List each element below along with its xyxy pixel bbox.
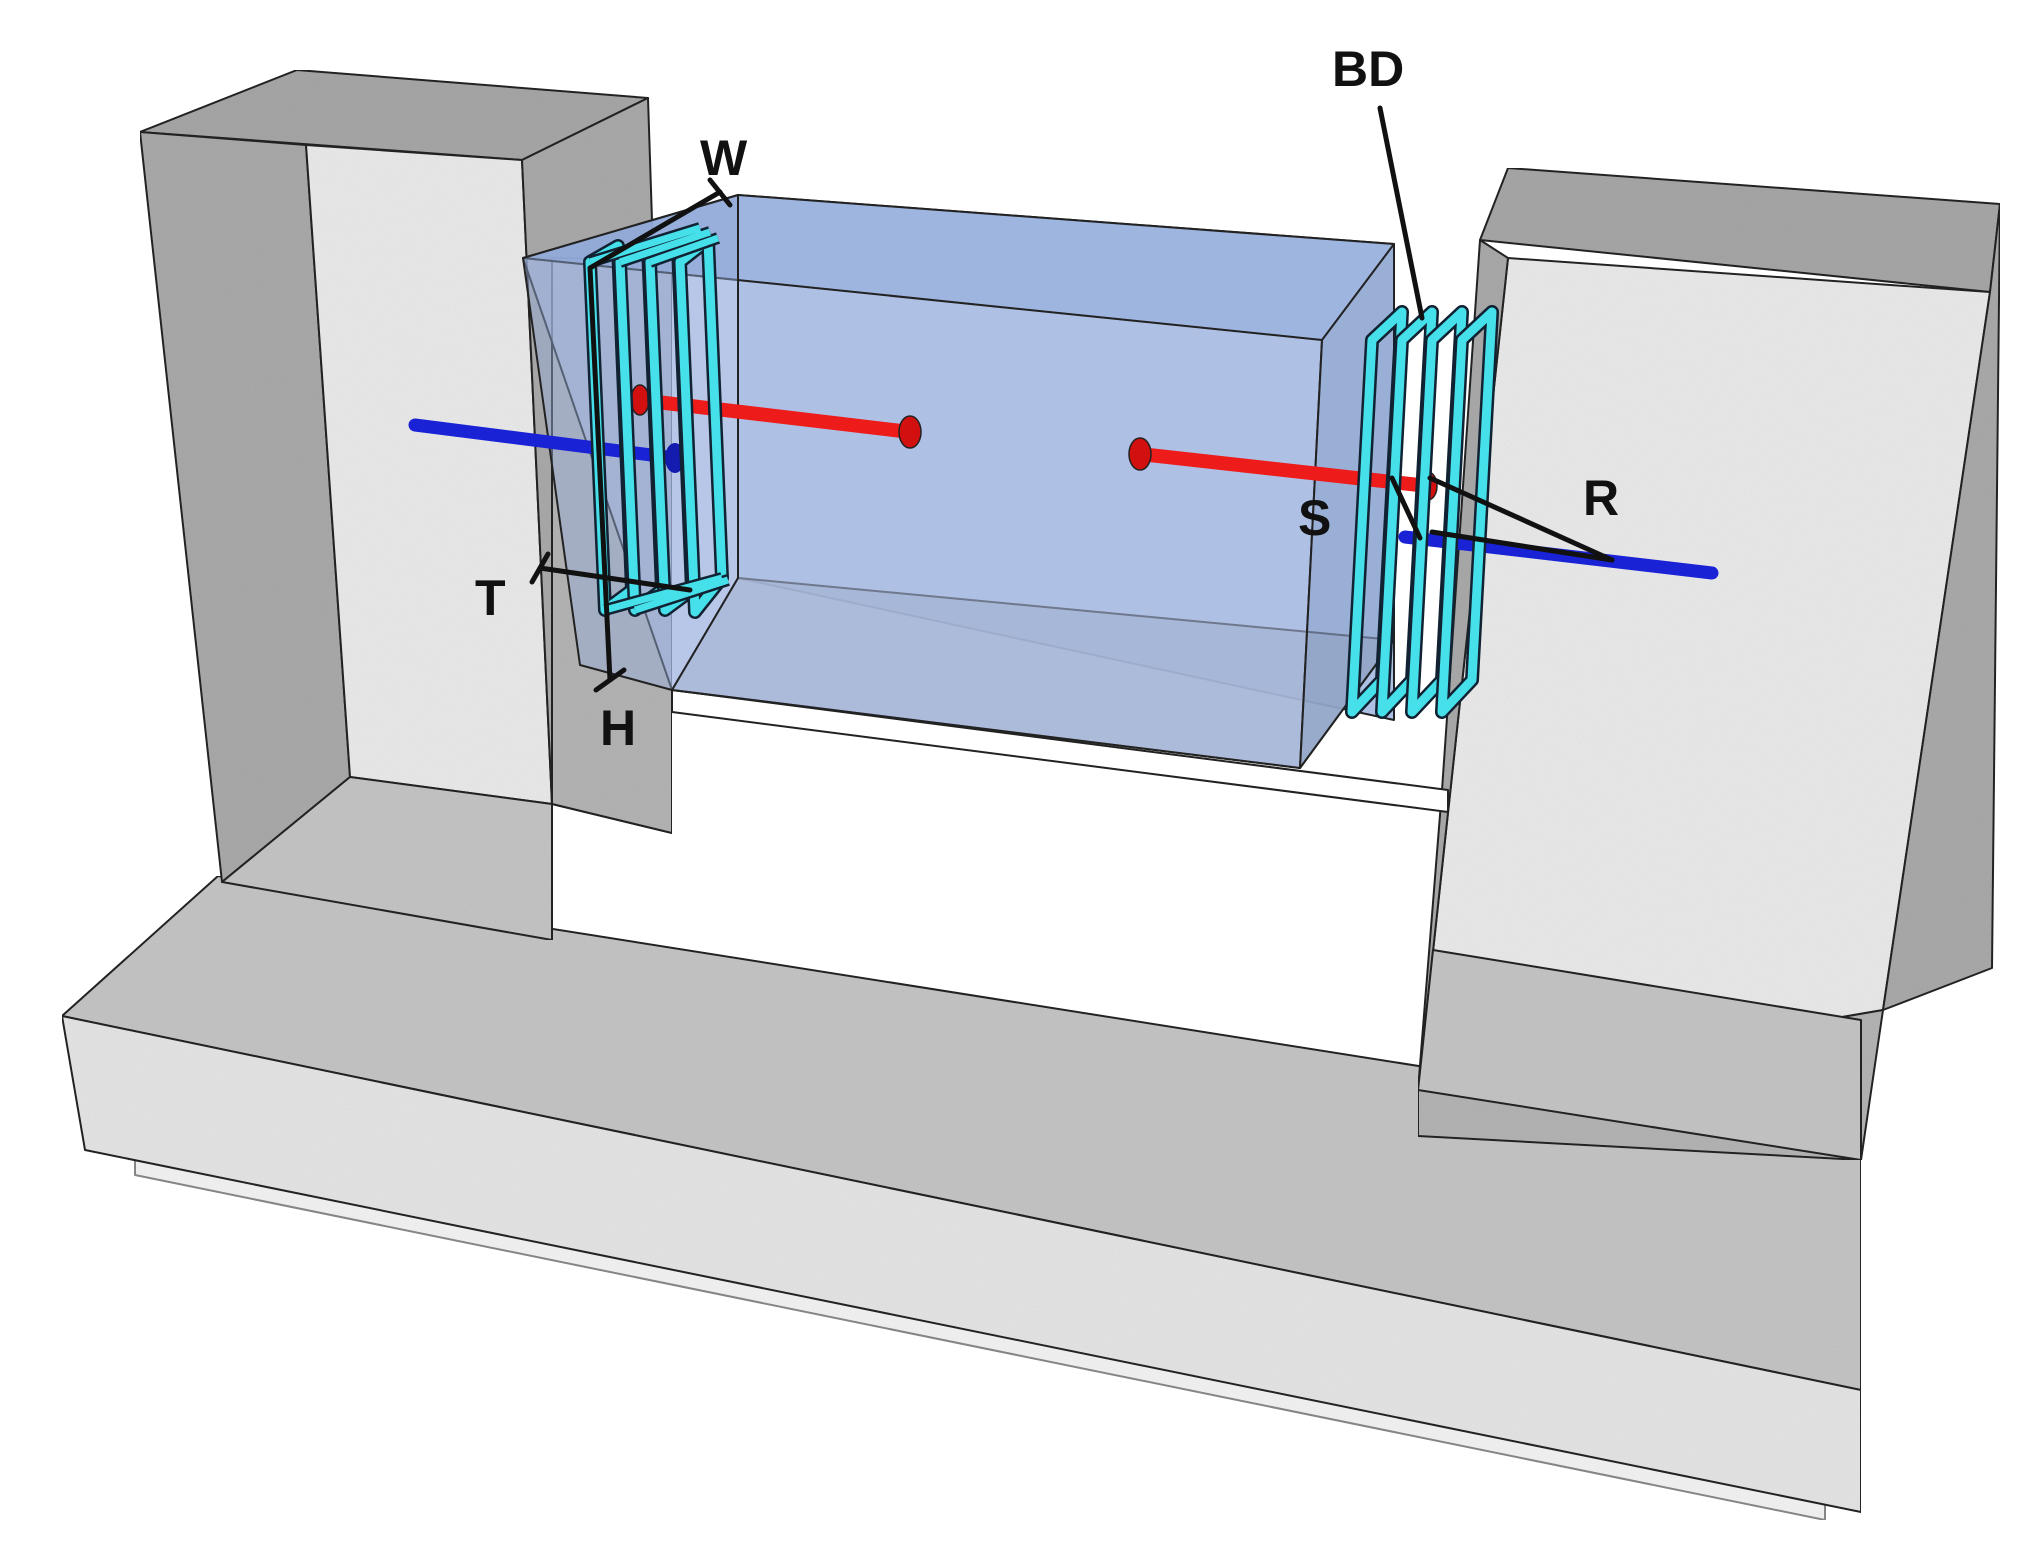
label-bd: BD [1332,41,1404,97]
stirrups-right [1345,305,1499,719]
right-abutment-floor-side [1417,949,1862,1161]
w-dimension-line [587,189,723,271]
red-bar-left-end-b [898,415,922,449]
red-bar-right-end-a [1128,437,1152,471]
label-h: H [600,700,636,756]
transparent-joint-block [522,194,1449,813]
labels: W BD T H S R [475,41,1619,756]
base-slab [61,875,1862,1521]
r-leader-b [1429,529,1615,563]
label-s: S [1298,490,1331,546]
stirrup-right-4 [1435,305,1499,719]
t-tick-end [529,551,551,585]
right-abutment [1417,167,2001,1161]
base-slab-front [61,1015,1862,1513]
h-dimension-line [587,265,613,683]
right-abutment-right-face [1882,203,2001,1011]
h-tick-end [593,667,627,693]
w-tick-end [707,177,733,208]
stirrups-left [583,222,730,619]
dimension-lines [529,105,1615,693]
r-leader-a [1427,475,1615,563]
bd-leader [1377,105,1425,321]
label-w: W [700,130,748,186]
joint-block-white-gap [671,689,1449,813]
label-r: R [1583,470,1619,526]
label-t: T [475,570,506,626]
left-abutment-floor [221,776,553,941]
s-leader [1389,475,1423,541]
red-bar-right [1133,447,1435,493]
t-dimension-line [537,565,693,593]
red-bar-left-end-a [630,384,650,416]
